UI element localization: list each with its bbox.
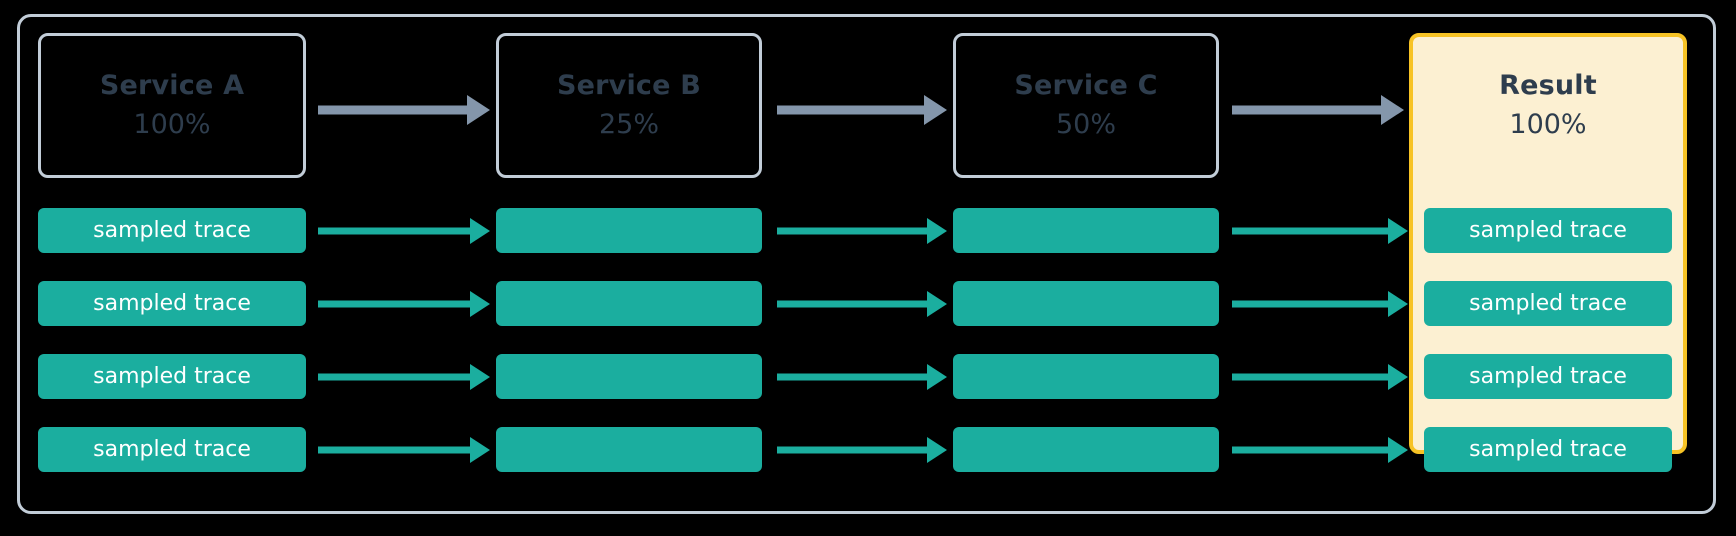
trace-bar-row1-result[interactable]: sampled trace — [1424, 208, 1672, 253]
arrow-head-icon — [1388, 364, 1408, 390]
arrow-shaft — [318, 373, 471, 381]
trace-bar-row1-service-c[interactable] — [953, 208, 1219, 253]
arrow-head-icon — [467, 95, 490, 125]
service-c-title: Service C — [1014, 70, 1158, 102]
trace-bar-row1-service-b[interactable] — [496, 208, 762, 253]
service-b-percent: 25% — [598, 108, 659, 140]
arrow-head-icon — [927, 291, 947, 317]
arrow-head-icon — [924, 95, 947, 125]
trace-bar-label: sampled trace — [93, 217, 251, 243]
trace-bar-row3-result[interactable]: sampled trace — [1424, 354, 1672, 399]
arrow-head-icon — [1388, 218, 1408, 244]
arrow-head-icon — [1381, 95, 1404, 125]
service-box-service-c[interactable]: Service C 50% — [953, 33, 1219, 178]
trace-bar-row1-service-a[interactable]: sampled trace — [38, 208, 306, 253]
trace-bar-row3-service-b[interactable] — [496, 354, 762, 399]
arrow-head-icon — [470, 218, 490, 244]
service-c-percent: 50% — [1055, 108, 1116, 140]
trace-bar-label: sampled trace — [1469, 436, 1627, 462]
arrow-shaft — [318, 300, 471, 308]
service-a-title: Service A — [99, 70, 245, 102]
trace-bar-label: sampled trace — [93, 436, 251, 462]
arrow-shaft — [777, 105, 925, 115]
arrow-shaft — [1232, 446, 1389, 454]
service-box-service-a[interactable]: Service A 100% — [38, 33, 306, 178]
trace-bar-row2-service-b[interactable] — [496, 281, 762, 326]
result-percent: 100% — [1509, 108, 1587, 140]
trace-bar-row3-service-c[interactable] — [953, 354, 1219, 399]
trace-bar-row2-result[interactable]: sampled trace — [1424, 281, 1672, 326]
trace-bar-row4-result[interactable]: sampled trace — [1424, 427, 1672, 472]
service-b-title: Service B — [556, 70, 702, 102]
arrow-shaft — [777, 227, 928, 235]
trace-bar-row4-service-c[interactable] — [953, 427, 1219, 472]
trace-bar-label: sampled trace — [1469, 290, 1627, 316]
arrow-shaft — [777, 446, 928, 454]
diagram-outer-frame — [17, 14, 1716, 514]
trace-bar-row4-service-a[interactable]: sampled trace — [38, 427, 306, 472]
arrow-head-icon — [470, 437, 490, 463]
arrow-shaft — [1232, 105, 1382, 115]
arrow-head-icon — [1388, 437, 1408, 463]
arrow-head-icon — [470, 364, 490, 390]
arrow-shaft — [777, 300, 928, 308]
trace-bar-row3-service-a[interactable]: sampled trace — [38, 354, 306, 399]
arrow-shaft — [318, 446, 471, 454]
trace-bar-label: sampled trace — [1469, 363, 1627, 389]
trace-bar-row2-service-a[interactable]: sampled trace — [38, 281, 306, 326]
arrow-shaft — [318, 227, 471, 235]
trace-bar-label: sampled trace — [1469, 217, 1627, 243]
trace-bar-label: sampled trace — [93, 290, 251, 316]
trace-bar-row4-service-b[interactable] — [496, 427, 762, 472]
arrow-shaft — [1232, 373, 1389, 381]
service-box-service-b[interactable]: Service B 25% — [496, 33, 762, 178]
result-title: Result — [1499, 70, 1597, 102]
trace-bar-row2-service-c[interactable] — [953, 281, 1219, 326]
service-box-result[interactable]: Result 100% — [1413, 33, 1683, 178]
arrow-head-icon — [927, 364, 947, 390]
trace-bar-label: sampled trace — [93, 363, 251, 389]
arrow-shaft — [777, 373, 928, 381]
service-a-percent: 100% — [133, 108, 211, 140]
arrow-shaft — [318, 105, 468, 115]
arrow-head-icon — [1388, 291, 1408, 317]
arrow-head-icon — [470, 291, 490, 317]
arrow-head-icon — [927, 437, 947, 463]
arrow-shaft — [1232, 227, 1389, 235]
arrow-shaft — [1232, 300, 1389, 308]
arrow-head-icon — [927, 218, 947, 244]
